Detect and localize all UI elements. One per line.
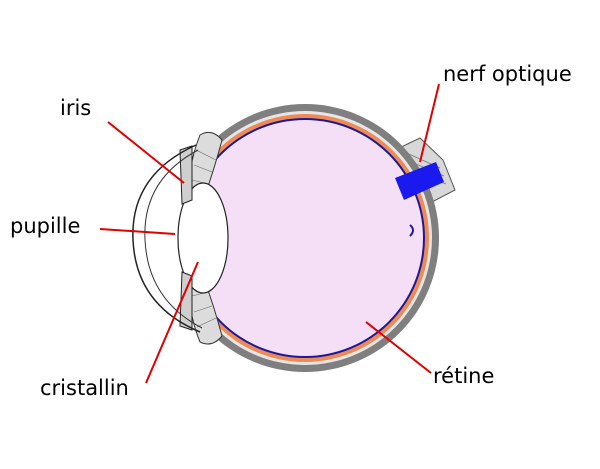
leader-line-pupille: [99, 228, 176, 235]
label-nerf-optique: nerf optique: [443, 62, 572, 86]
label-pupille: pupille: [10, 214, 81, 238]
leader-line-cristallin: [145, 261, 199, 384]
leader-line-iris: [107, 121, 185, 184]
iris-strip-top: [179, 145, 193, 205]
vitreous-body: [187, 120, 423, 356]
label-retine: rétine: [433, 364, 495, 388]
leader-line-retine: [365, 321, 432, 374]
leader-line-nerf-optique: [419, 83, 440, 163]
label-cristallin: cristallin: [40, 376, 129, 400]
optic-nerve: [395, 162, 444, 200]
label-iris: iris: [60, 96, 92, 120]
lens: [177, 182, 229, 294]
